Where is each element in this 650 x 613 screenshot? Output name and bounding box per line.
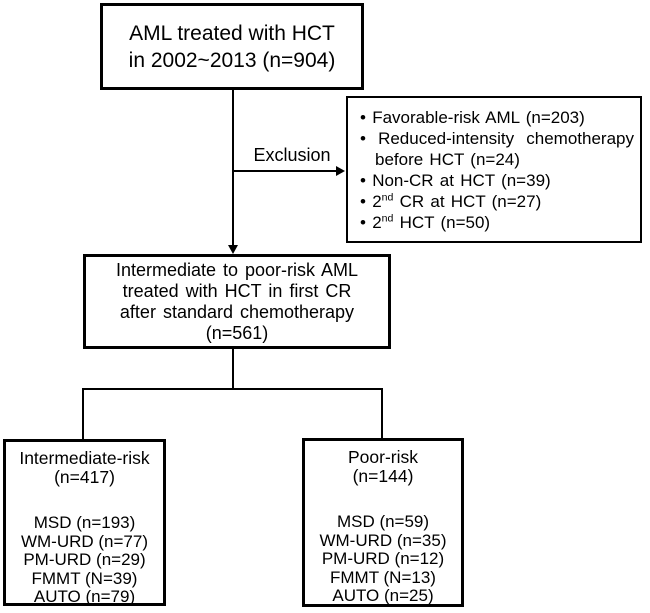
intermediate-risk-title: Intermediate-risk(n=417): [6, 449, 163, 487]
bullet-icon: •: [360, 192, 373, 211]
connector-middle-to-split: [232, 349, 234, 389]
donor-count-line: WM-URD (n=35): [319, 530, 447, 550]
bullet-icon: •: [360, 129, 379, 148]
exclusion-item: • Reduced-intensity chemotherapy before …: [360, 129, 634, 169]
connector-split-to-left: [82, 388, 84, 440]
split-line: [82, 388, 383, 390]
box-text-line: Intermediate to poor-risk AML: [115, 259, 359, 280]
donor-count-line: FMMT (N=13): [330, 567, 436, 587]
poor-risk-title: Poor-risk(n=144): [305, 448, 461, 486]
box-exclusion-criteria: • Favorable-risk AML (n=203) • Reduced-in…: [346, 96, 642, 243]
box-text-line: after standard chemotherapy: [119, 301, 355, 322]
spacer: [305, 486, 461, 513]
poor-risk-items: MSD (n=59)WM-URD (n=35)PM-URD (n=12)FMMT…: [305, 512, 461, 606]
box-text-line: (n=561): [205, 322, 269, 343]
box-poor-risk: Poor-risk(n=144) MSD (n=59)WM-URD (n=35)…: [302, 438, 464, 607]
connector-to-exclusion: [233, 170, 336, 172]
box-text-line: AML treated with HCT: [129, 21, 335, 45]
exclusion-label: Exclusion: [253, 145, 331, 165]
bullet-icon: •: [360, 171, 373, 190]
donor-count-line: FMMT (N=39): [31, 568, 138, 588]
exclusion-item: • Favorable-risk AML (n=203): [360, 108, 585, 127]
box-aml-treated-with-hct: AML treated with HCT in 2002~2013 (n=904): [100, 3, 364, 90]
donor-count-line: MSD (n=193): [33, 513, 136, 532]
donor-count-line: AUTO (n=25): [332, 586, 434, 605]
box-title-line: (n=417): [54, 467, 115, 487]
exclusion-item: • 2nd HCT (n=50): [360, 212, 491, 232]
intermediate-risk-items: MSD (n=193)WM-URD (n=77)PM-URD (n=29)FMM…: [6, 513, 163, 607]
box-text-line: in 2002~2013 (n=904): [128, 48, 336, 72]
box-intermediate-risk: Intermediate-risk(n=417) MSD (n=193)WM-U…: [3, 439, 166, 606]
donor-count-line: MSD (n=59): [336, 512, 430, 531]
exclusion-item: • Non-CR at HCT (n=39): [360, 171, 551, 190]
bullet-icon: •: [360, 213, 373, 232]
box-text-line: treated with HCT in first CR: [122, 280, 352, 301]
exclusion-item: • 2nd CR at HCT (n=27): [360, 191, 542, 211]
arrowhead-right-icon: [336, 166, 345, 176]
donor-count-line: AUTO (n=79): [33, 587, 136, 606]
donor-count-line: PM-URD (n=29): [23, 550, 146, 569]
donor-count-line: PM-URD (n=12): [321, 549, 445, 568]
donor-count-line: WM-URD (n=77): [20, 531, 149, 551]
arrowhead-down-icon: [228, 245, 238, 254]
connector-top-to-middle: [232, 89, 234, 246]
box-title-line: Poor-risk: [347, 447, 418, 467]
bullet-icon: •: [360, 108, 373, 127]
box-title-line: Intermediate-risk: [19, 448, 150, 468]
box-title-line: (n=144): [352, 466, 414, 486]
spacer: [6, 487, 163, 514]
connector-split-to-right: [381, 388, 383, 439]
